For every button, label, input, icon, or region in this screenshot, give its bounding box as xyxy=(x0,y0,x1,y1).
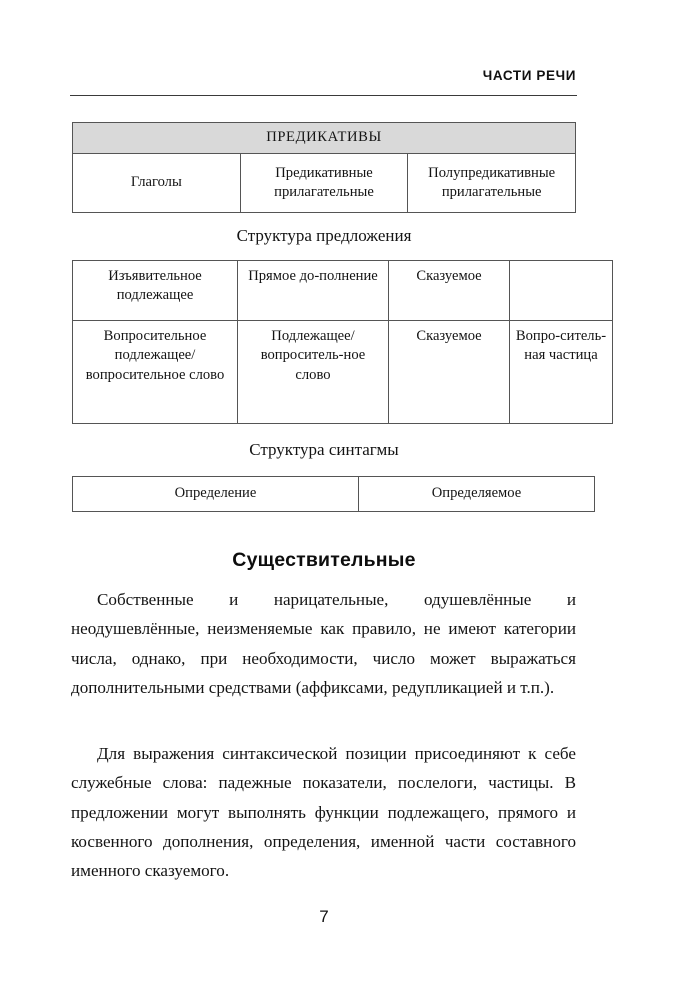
table-cell: Подлежащее/ вопроситель-ное слово xyxy=(237,320,389,424)
table-row: Изъявительное подлежащее Прямое до-полне… xyxy=(72,260,613,321)
table-syntagma-structure: Определение Определяемое xyxy=(72,476,595,512)
table-cell: Предикативные прилагательные xyxy=(239,153,409,213)
table-cell: Вопросительное подлежащее/ вопросительно… xyxy=(72,320,238,424)
table-cell: Сказуемое xyxy=(388,320,510,424)
table-row: Глаголы Предикативные прилагательные Пол… xyxy=(72,153,576,213)
page-number: 7 xyxy=(319,907,329,926)
caption-sentence-structure: Структура предложения xyxy=(236,226,412,245)
table-cell: Изъявительное подлежащее xyxy=(72,260,238,321)
table-row: Вопросительное подлежащее/ вопросительно… xyxy=(72,320,613,424)
paragraph-text: Для выражения синтаксической позиции при… xyxy=(71,744,576,881)
table-sentence-structure: Изъявительное подлежащее Прямое до-полне… xyxy=(72,260,613,424)
table-cell: Вопро-ситель-ная частица xyxy=(509,320,613,424)
table-cell: Глаголы xyxy=(72,153,241,213)
table-cell-empty xyxy=(509,260,613,321)
table-cell: Прямое до-полнение xyxy=(237,260,389,321)
table-row: ПРЕДИКАТИВЫ xyxy=(72,122,576,154)
table-cell: Сказуемое xyxy=(388,260,510,321)
table-predicatives-header: ПРЕДИКАТИВЫ xyxy=(72,122,576,154)
table-cell: Определяемое xyxy=(358,476,595,512)
running-head-title: ЧАСТИ РЕЧИ xyxy=(482,68,576,83)
body-paragraph-1: Собственные и нарицательные, одушевлённы… xyxy=(71,585,576,702)
running-head-rule xyxy=(70,95,577,96)
caption-syntagma-structure: Структура синтагмы xyxy=(249,440,399,459)
table-predicatives: ПРЕДИКАТИВЫ Глаголы Предикативные прилаг… xyxy=(72,122,576,213)
table-cell: Полупредикативные прилагательные xyxy=(407,153,576,213)
table-cell: Определение xyxy=(72,476,359,512)
section-heading-nouns: Существительные xyxy=(232,549,416,571)
body-paragraph-2: Для выражения синтаксической позиции при… xyxy=(71,739,576,885)
paragraph-text: Собственные и нарицательные, одушевлённы… xyxy=(71,590,576,697)
table-row: Определение Определяемое xyxy=(72,476,595,512)
